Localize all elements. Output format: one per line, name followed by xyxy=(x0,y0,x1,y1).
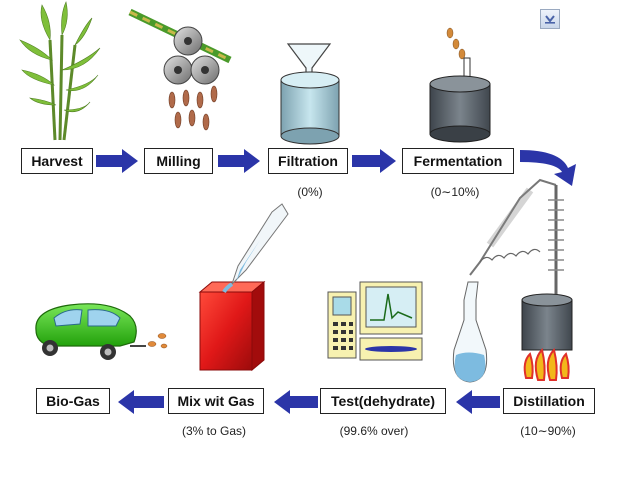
step-distillation-label: Distillation xyxy=(513,393,585,409)
arrows-top-row xyxy=(96,149,576,186)
chevron-down-icon xyxy=(545,15,555,24)
step-mix: Mix wit Gas xyxy=(168,388,264,414)
distillation-apparatus-icon xyxy=(452,178,573,383)
step-distillation: Distillation xyxy=(503,388,595,414)
note-test: (99.6% over) xyxy=(339,424,409,438)
step-biogas-label: Bio-Gas xyxy=(46,393,100,409)
gas-mixing-block-icon xyxy=(198,203,289,372)
step-fermentation-label: Fermentation xyxy=(413,153,503,169)
step-test: Test(dehydrate) xyxy=(320,388,446,414)
fermentation-tank-icon xyxy=(429,27,491,143)
step-filtration-label: Filtration xyxy=(278,153,338,169)
green-car-icon xyxy=(35,303,168,360)
step-biogas: Bio-Gas xyxy=(36,388,110,414)
note-mix: (3% to Gas) xyxy=(181,424,247,438)
step-harvest-label: Harvest xyxy=(31,153,83,169)
step-harvest: Harvest xyxy=(21,148,93,174)
arrows-bottom-row xyxy=(118,390,500,414)
note-distillation: (10∼90%) xyxy=(520,424,576,438)
step-test-label: Test(dehydrate) xyxy=(331,393,435,409)
step-filtration: Filtration xyxy=(268,148,348,174)
milling-rollers-icon xyxy=(128,8,232,131)
step-milling: Milling xyxy=(144,148,213,174)
test-instrument-icon xyxy=(327,281,423,361)
filter-funnel-tank-icon xyxy=(280,43,340,145)
note-filtration: (0%) xyxy=(297,185,323,199)
sugarcane-icon xyxy=(19,1,101,141)
note-fermentation: (0∼10%) xyxy=(430,185,480,199)
scroll-down-button[interactable] xyxy=(540,9,560,29)
step-milling-label: Milling xyxy=(156,153,201,169)
step-fermentation: Fermentation xyxy=(402,148,514,174)
step-mix-label: Mix wit Gas xyxy=(177,393,255,409)
